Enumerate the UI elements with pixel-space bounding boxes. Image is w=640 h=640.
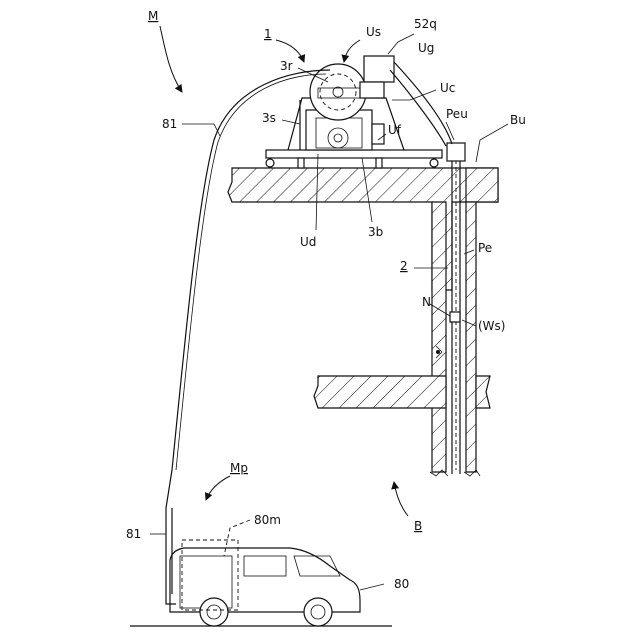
label-M: M — [148, 9, 158, 23]
label-80: 80 — [394, 577, 409, 591]
label-3r: 3r — [280, 59, 293, 73]
label-81-bottom: 81 — [126, 527, 141, 541]
wheel-front — [304, 598, 332, 626]
control-box — [364, 56, 394, 82]
label-52q: 52q — [414, 17, 437, 31]
floor-slab — [314, 376, 446, 408]
label-80m: 80m — [254, 513, 281, 527]
label-Ug: Ug — [418, 41, 434, 55]
label-Ws: (Ws) — [478, 319, 505, 333]
label-Ud: Ud — [300, 235, 316, 249]
label-Uc: Uc — [440, 81, 455, 95]
label-1: 1 — [264, 27, 272, 41]
van-body — [170, 548, 360, 612]
roof-slab — [228, 168, 498, 290]
shaft-wall-right — [466, 168, 498, 202]
label-Bu: Bu — [510, 113, 526, 127]
floor-slab-right — [476, 376, 490, 408]
label-3b: 3b — [368, 225, 383, 239]
label-3s: 3s — [262, 111, 276, 125]
label-2: 2 — [400, 259, 408, 273]
node-N — [450, 312, 460, 322]
label-Mp: Mp — [230, 461, 248, 475]
label-N: N — [422, 295, 431, 309]
label-Pe: Pe — [478, 241, 492, 255]
label-B: B — [414, 519, 422, 533]
label-Uf: Uf — [388, 123, 402, 137]
label-Peu: Peu — [446, 107, 468, 121]
shaft-wall-left — [432, 202, 446, 472]
hose-81 — [166, 70, 330, 508]
wheel-rear — [200, 598, 228, 626]
label-81-top: 81 — [162, 117, 177, 131]
label-Us: Us — [366, 25, 381, 39]
base-frame — [266, 150, 442, 158]
pipe-top-fitting — [447, 143, 465, 161]
shaft-wall-right-lower — [466, 202, 476, 472]
